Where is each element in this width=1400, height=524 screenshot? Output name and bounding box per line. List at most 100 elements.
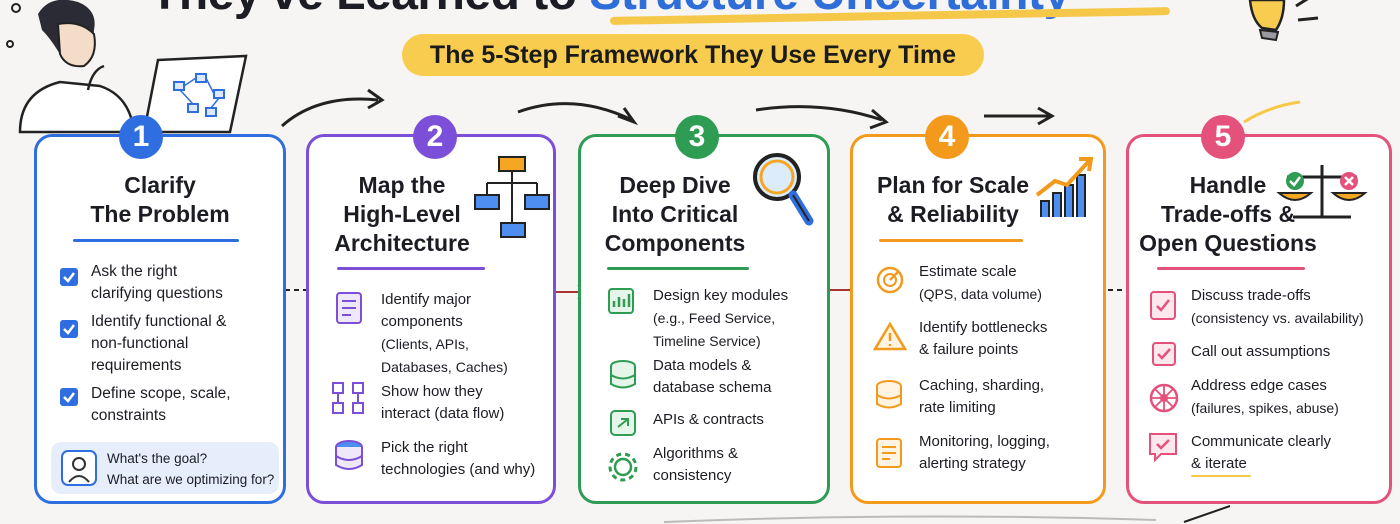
item-text: clarifying questions <box>91 285 223 302</box>
api-contract-icon <box>610 410 636 436</box>
title-line: Into Critical <box>611 201 739 227</box>
item-text: constraints <box>91 407 166 424</box>
title-underline <box>337 267 485 270</box>
step-card-5: 5 Handle Trade-offs & Open Questions Dis… <box>1126 115 1392 504</box>
step-title: Handle Trade-offs & Open Questions <box>1133 171 1323 258</box>
title-line: Trade-offs & <box>1160 201 1296 227</box>
list-item: Show how they interact (data flow) <box>381 381 504 425</box>
step-card-2: 2 Map the High-Level Architecture Identi… <box>306 115 556 504</box>
list-item: APIs & contracts <box>653 409 764 431</box>
item-text: Identify functional & <box>91 313 227 330</box>
item-text: Show how they <box>381 383 483 400</box>
title-line: High-Level <box>343 201 461 227</box>
step-card-4: 4 Plan for Scale & Reliability Estimate … <box>850 115 1106 504</box>
title-line: & Reliability <box>887 201 1019 227</box>
lightbulb-icon <box>1248 0 1319 42</box>
item-text: (QPS, data volume) <box>919 286 1042 302</box>
item-text: Algorithms & <box>653 445 739 462</box>
magnifying-glass-icon <box>753 153 814 226</box>
note-text: What's the goal? What are we optimizing … <box>107 448 274 490</box>
list-item: Estimate scale (QPS, data volume) <box>919 261 1042 306</box>
title-line: Architecture <box>334 230 470 256</box>
step-card-1: 1 Clarify The Problem Ask the right clar… <box>34 115 286 504</box>
title-underline <box>879 239 1023 242</box>
iterate-underline <box>1191 475 1251 477</box>
item-text: alerting strategy <box>919 455 1026 472</box>
list-item: Data models & database schema <box>653 355 771 399</box>
item-text: Define scope, scale, <box>91 385 231 402</box>
list-item: Pick the right technologies (and why) <box>381 437 535 481</box>
item-text: Call out assumptions <box>1191 343 1331 360</box>
checkbox-checked-icon <box>60 388 78 406</box>
title-line: Components <box>604 230 746 256</box>
person-thinking-icon <box>61 450 97 486</box>
flow-arrow <box>517 102 639 126</box>
item-text: Identify bottlenecks <box>919 319 1048 336</box>
item-text: interact (data flow) <box>381 405 505 422</box>
list-item: Communicate clearly & iterate <box>1191 431 1331 475</box>
database-stack-icon <box>335 440 363 470</box>
item-text: & failure points <box>919 341 1019 358</box>
flow-arrow <box>984 106 1056 126</box>
item-text: (consistency vs. availability) <box>1191 310 1364 326</box>
note-line: What are we optimizing for? <box>107 472 275 487</box>
item-text: requirements <box>91 357 182 374</box>
list-item: Ask the right clarifying questions <box>91 261 223 305</box>
item-text: Discuss trade-offs <box>1191 287 1311 304</box>
flow-arrow <box>755 105 889 130</box>
list-item: Design key modules (e.g., Feed Service, … <box>653 285 788 353</box>
growth-chart-icon <box>1035 157 1094 217</box>
list-item: Algorithms & consistency <box>653 443 738 487</box>
server-document-icon <box>336 292 362 324</box>
item-text: rate limiting <box>919 399 996 416</box>
item-text: Pick the right <box>381 439 468 456</box>
step-title: Map the High-Level Architecture <box>327 171 477 258</box>
balance-scale-icon <box>1276 165 1368 219</box>
step-badge: 2 <box>413 115 457 159</box>
list-item: Define scope, scale, constraints <box>91 383 231 427</box>
note-line: What's the goal? <box>107 451 208 466</box>
goal-note: What's the goal? What are we optimizing … <box>51 442 279 494</box>
item-text: Ask the right <box>91 263 178 280</box>
subtitle-banner: The 5-Step Framework They Use Every Time <box>402 34 984 76</box>
title-prefix: They've Learned to <box>150 0 577 20</box>
checkbox-checked-icon <box>60 268 78 286</box>
list-item: Caching, sharding, rate limiting <box>919 375 1044 419</box>
step-badge: 4 <box>925 115 969 159</box>
item-text: consistency <box>653 467 732 484</box>
step-title: Plan for Scale & Reliability <box>867 171 1039 229</box>
item-text: APIs & contracts <box>653 411 764 428</box>
list-item: Call out assumptions <box>1191 341 1330 363</box>
title-line: Map the <box>358 172 446 198</box>
item-text: Communicate clearly <box>1191 433 1332 450</box>
title-underline <box>607 267 749 270</box>
item-text: Monitoring, logging, <box>919 433 1050 450</box>
database-icon <box>610 360 636 389</box>
gauge-icon <box>876 266 904 294</box>
warning-icon <box>873 321 907 351</box>
list-item: Address edge cases (failures, spikes, ab… <box>1191 375 1339 420</box>
step-badge: 5 <box>1201 115 1245 159</box>
gear-icon <box>608 452 638 482</box>
bottom-decoration <box>663 515 1157 523</box>
chat-check-icon <box>1149 433 1177 463</box>
list-item: Identify major components (Clients, APIs… <box>381 289 508 379</box>
title-underline <box>73 239 239 242</box>
step-title: Deep Dive Into Critical Components <box>595 171 755 258</box>
item-text: (Clients, APIs, <box>381 336 469 352</box>
checklist-icon <box>1150 291 1176 320</box>
checkbox-checked-icon <box>60 320 78 338</box>
item-text: database schema <box>653 379 772 396</box>
checkbox-icon <box>1152 342 1176 366</box>
list-item: Identify bottlenecks & failure points <box>919 317 1047 361</box>
title-line: Open Questions <box>1139 230 1317 256</box>
title-line: The Problem <box>90 201 230 227</box>
hierarchy-diagram-icon <box>474 156 550 238</box>
item-text: technologies (and why) <box>381 461 536 478</box>
flow-arrow <box>1243 100 1301 124</box>
item-text: (failures, spikes, abuse) <box>1191 400 1339 416</box>
item-text: & iterate <box>1191 455 1247 472</box>
title-line: Deep Dive <box>619 172 731 198</box>
item-text: Data models & <box>653 357 752 374</box>
subtitle-text: The 5-Step Framework They Use Every Time <box>429 40 957 69</box>
